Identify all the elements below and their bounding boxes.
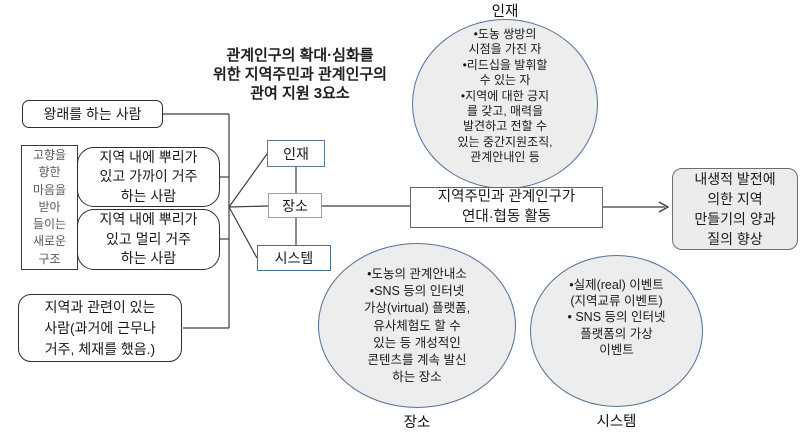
box-region-related-people: 지역과 관련이 있는 사람(과거에 근무나 거주, 체재를 했음.) (18, 294, 182, 362)
box-coming-people-label: 왕래를 하는 사람 (43, 106, 142, 122)
box-rooted-living-near: 지역 내에 뿌리가 있고 가까이 거주 하는 사람 (77, 147, 220, 207)
system-circle-title: 시스템 (596, 414, 637, 430)
box-joint-activity: 지역주민과 관계인구가 연대·협동 활동 (410, 187, 603, 228)
line-fan-to-talent (228, 153, 268, 208)
place-circle-title: 장소 (403, 415, 431, 431)
box-outcome: 내생적 발전에 의한 지역 만들기의 양과 질의 향상 (672, 168, 798, 250)
place-circle-body: •도농의 관계안내소 •SNS 등의 인터넷 가상(virtual) 플랫폼, … (363, 267, 471, 385)
talent-circle (412, 19, 598, 189)
box-coming-people: 왕래를 하는 사람 (22, 100, 163, 128)
system-circle-body: •실제(real) 이벤트 (지역교류 이벤트) • SNS 등의 인터넷 플랫… (567, 278, 666, 357)
line-fan-to-system (228, 206, 258, 259)
factor-node-system: 시스템 (257, 245, 331, 271)
talent-circle-body: •도농 쌍방의 시점을 가진 자 •리드십을 발휘할 수 있는 자 •지역에 대… (457, 27, 553, 165)
system-circle (530, 255, 703, 407)
factor-talent-label: 인재 (283, 145, 309, 162)
talent-circle-title: 인재 (491, 4, 519, 20)
box-hometown-mindset: 고향을 향한 마음을 받아 들이는 새로운 구조 (21, 145, 78, 270)
box-rooted-living-far: 지역 내에 뿌리가 있고 멀리 거주 하는 사람 (77, 209, 220, 270)
line-fan-to-place (228, 205, 269, 208)
factor-node-talent: 인재 (267, 140, 325, 167)
arrow-activity-to-outcome-head (658, 201, 670, 213)
factor-place-label: 장소 (282, 197, 308, 214)
diagram-title: 관계인구의 확대·심화를 위한 지역주민과 관계인구의 관여 지원 3요소 (213, 47, 387, 102)
factor-node-place: 장소 (268, 193, 322, 218)
place-circle (318, 243, 516, 408)
factor-system-label: 시스템 (274, 250, 314, 266)
